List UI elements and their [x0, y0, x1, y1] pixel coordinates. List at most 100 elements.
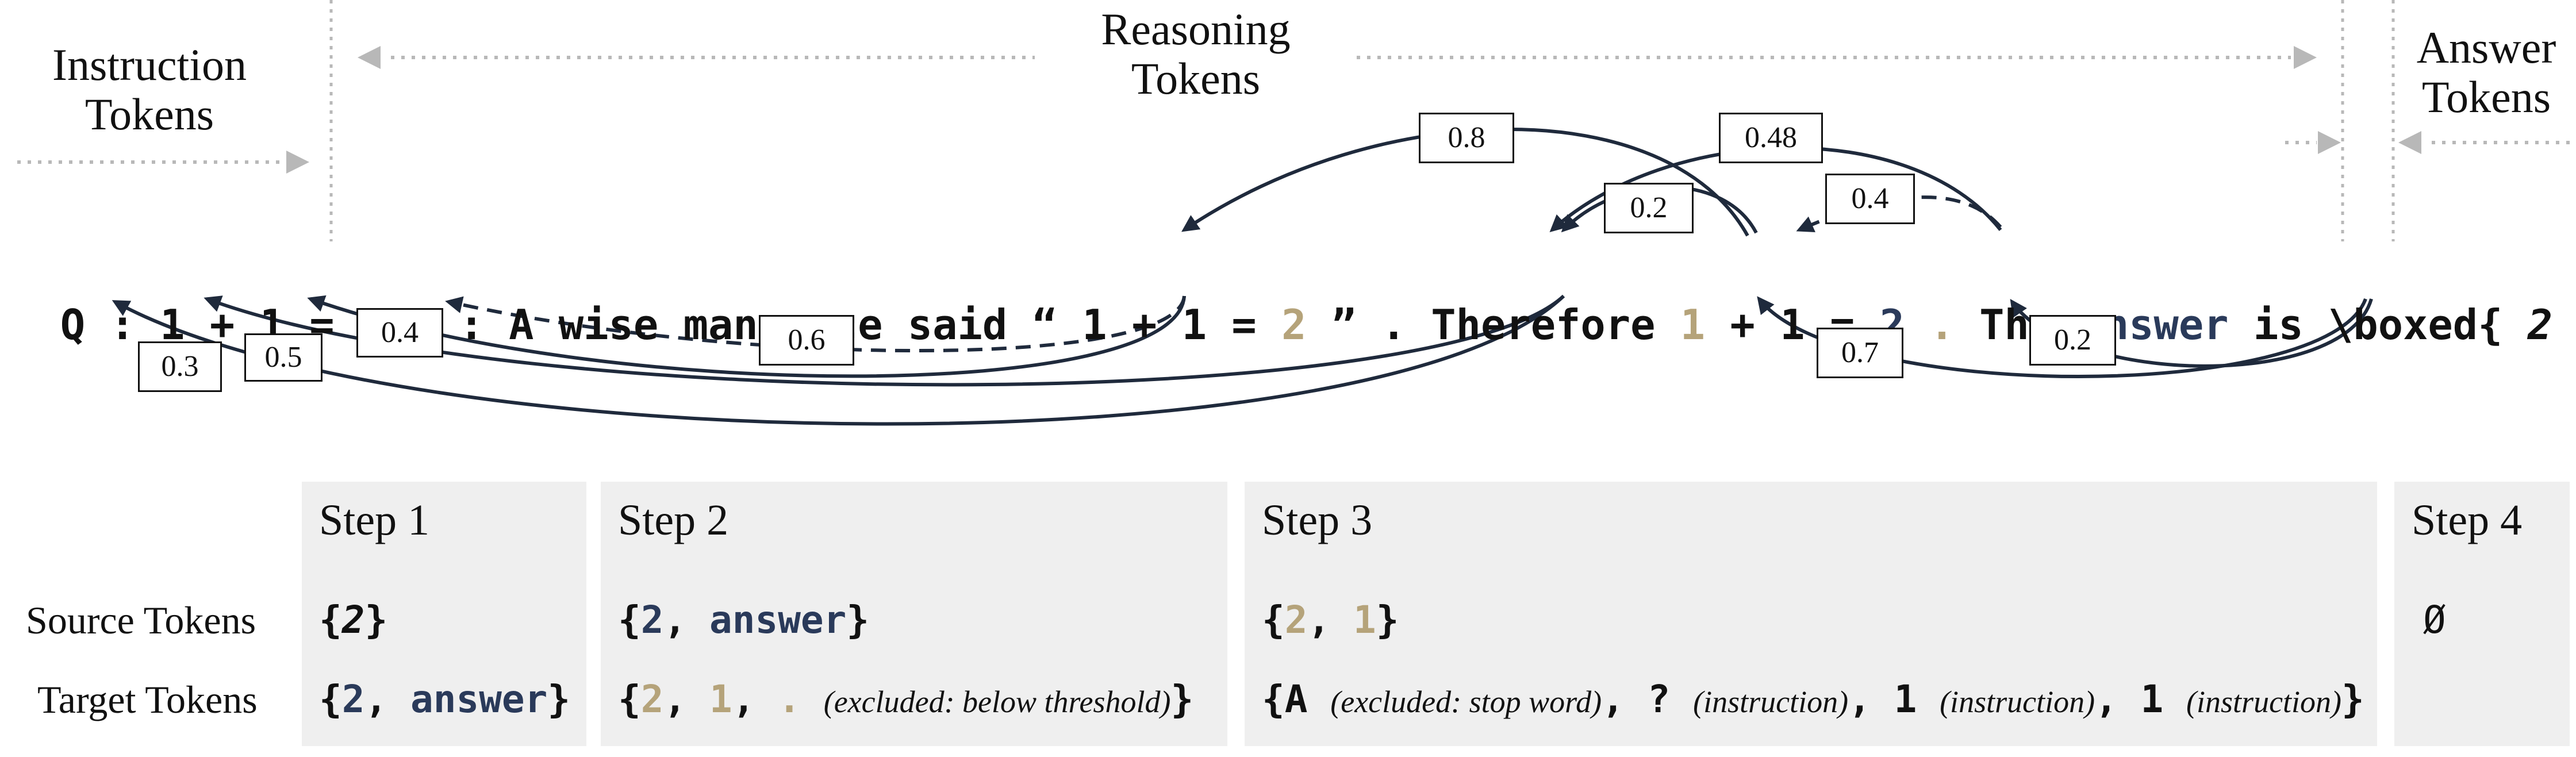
- target-token: 2: [640, 677, 664, 721]
- reasoning-span-arrowhead-small: [2318, 131, 2341, 154]
- brace: {: [319, 677, 342, 721]
- weight-box: 0.6: [759, 315, 854, 366]
- token: \boxed{: [2328, 301, 2503, 349]
- token-highlight-gold: 2: [1281, 301, 1307, 349]
- target-token: 1: [709, 677, 732, 721]
- arrow-2-to-A-dashed: [445, 295, 1186, 352]
- step1-source: {2}: [319, 598, 387, 642]
- token: “: [1032, 301, 1057, 349]
- separator: ,: [364, 677, 410, 721]
- answer-tokens-label: Answer Tokens: [2397, 23, 2575, 122]
- token-highlight-gold: .: [1929, 301, 1955, 349]
- token: +: [1131, 301, 1157, 349]
- step3-title: Step 3: [1262, 496, 1373, 544]
- brace: }: [2341, 677, 2364, 721]
- instruction-span-arrowhead: [286, 151, 309, 174]
- step4-source-empty-set: Ø: [2423, 598, 2446, 642]
- token: A: [509, 301, 534, 349]
- source-token: 2: [341, 598, 365, 642]
- weight-box: 0.3: [138, 341, 222, 392]
- token: +: [209, 301, 235, 349]
- brace: }: [547, 677, 571, 721]
- arrow-2-to-question: [307, 295, 1186, 378]
- step1-target: {2, answer}: [319, 677, 570, 721]
- separator: ,: [732, 677, 778, 721]
- weight-box: 0.48: [1719, 113, 1823, 163]
- step1-panel: [302, 482, 586, 746]
- separator: ,: [2095, 677, 2141, 721]
- answer-span-arrowhead: [2398, 131, 2421, 154]
- weight-box: 0.4: [356, 308, 443, 358]
- token-answer: 2: [2527, 301, 2553, 349]
- step4-panel: [2394, 482, 2570, 746]
- token-sequence: Q : 1 + 1 = ? A : A wise man once said “…: [10, 239, 2576, 349]
- source-token: 2: [1284, 598, 1308, 642]
- target-token: 1: [1894, 677, 1917, 721]
- brace: }: [846, 598, 870, 642]
- target-token: 1: [2140, 677, 2164, 721]
- instruction-note: (instruction): [2186, 685, 2342, 719]
- token: 1: [1181, 301, 1207, 349]
- token: 1: [1082, 301, 1107, 349]
- token-highlight-gold: 1: [1680, 301, 1706, 349]
- separator: ,: [1307, 598, 1353, 642]
- weight-box: 0.7: [1817, 328, 1903, 378]
- reasoning-span-arrowhead-right: [2294, 46, 2317, 69]
- token: said: [907, 301, 1008, 349]
- token: ”: [1331, 301, 1357, 349]
- brace: }: [364, 598, 388, 642]
- token: wise: [558, 301, 659, 349]
- weight-box: 0.8: [1419, 113, 1514, 163]
- step2-source: {2, answer}: [618, 598, 869, 642]
- exclusion-note: (excluded: below threshold): [823, 685, 1171, 719]
- instruction-note: (instruction): [1940, 685, 2095, 719]
- token: .: [1381, 301, 1406, 349]
- brace: {: [319, 598, 342, 642]
- brace: {: [618, 598, 641, 642]
- source-tokens-row-label: Source Tokens: [26, 598, 256, 642]
- step3-panel: [1245, 482, 2377, 746]
- instruction-note: (instruction): [1693, 685, 1849, 719]
- target-token: answer: [410, 677, 548, 721]
- exclusion-note: (excluded: stop word): [1330, 685, 1602, 719]
- source-token: 1: [1353, 598, 1376, 642]
- instruction-label-line1: Instruction: [52, 40, 247, 90]
- reasoning-tokens-label: Reasoning Tokens: [1058, 5, 1334, 103]
- token: :: [459, 301, 484, 349]
- separator: ,: [663, 677, 709, 721]
- step2-target: {2, 1, . (excluded: below threshold)}: [618, 677, 1193, 721]
- separator: ,: [1848, 677, 1894, 721]
- separator: ,: [663, 598, 709, 642]
- target-token: ?: [1647, 677, 1671, 721]
- token: =: [1231, 301, 1257, 349]
- answer-label-line2: Tokens: [2421, 72, 2551, 122]
- token: +: [1730, 301, 1755, 349]
- token: 1: [1780, 301, 1805, 349]
- step3-target: {A (excluded: stop word), ? (instruction…: [1262, 677, 2364, 721]
- brace: {: [618, 677, 641, 721]
- target-token: 2: [341, 677, 365, 721]
- token: :: [110, 301, 135, 349]
- token: Therefore: [1431, 301, 1656, 349]
- target-token: A: [1284, 677, 1308, 721]
- token: man: [683, 301, 758, 349]
- instruction-tokens-label: Instruction Tokens: [23, 40, 276, 139]
- target-tokens-row-label: Target Tokens: [37, 678, 258, 721]
- step1-title: Step 1: [319, 496, 430, 544]
- instruction-label-line2: Tokens: [85, 89, 214, 139]
- step2-panel: [601, 482, 1227, 746]
- brace: {: [1262, 677, 1285, 721]
- brace: }: [1376, 598, 1399, 642]
- token: 1: [160, 301, 185, 349]
- step2-title: Step 2: [618, 496, 729, 544]
- source-token: 2: [640, 598, 664, 642]
- step3-source: {2, 1}: [1262, 598, 1399, 642]
- token: Q: [60, 301, 86, 349]
- target-token: .: [778, 677, 801, 721]
- reasoning-span-arrowhead-left: [358, 46, 381, 69]
- weight-box: 0.4: [1825, 174, 1915, 224]
- answer-label-line1: Answer: [2416, 22, 2556, 72]
- weight-box: 0.2: [1604, 183, 1694, 233]
- brace: {: [1262, 598, 1285, 642]
